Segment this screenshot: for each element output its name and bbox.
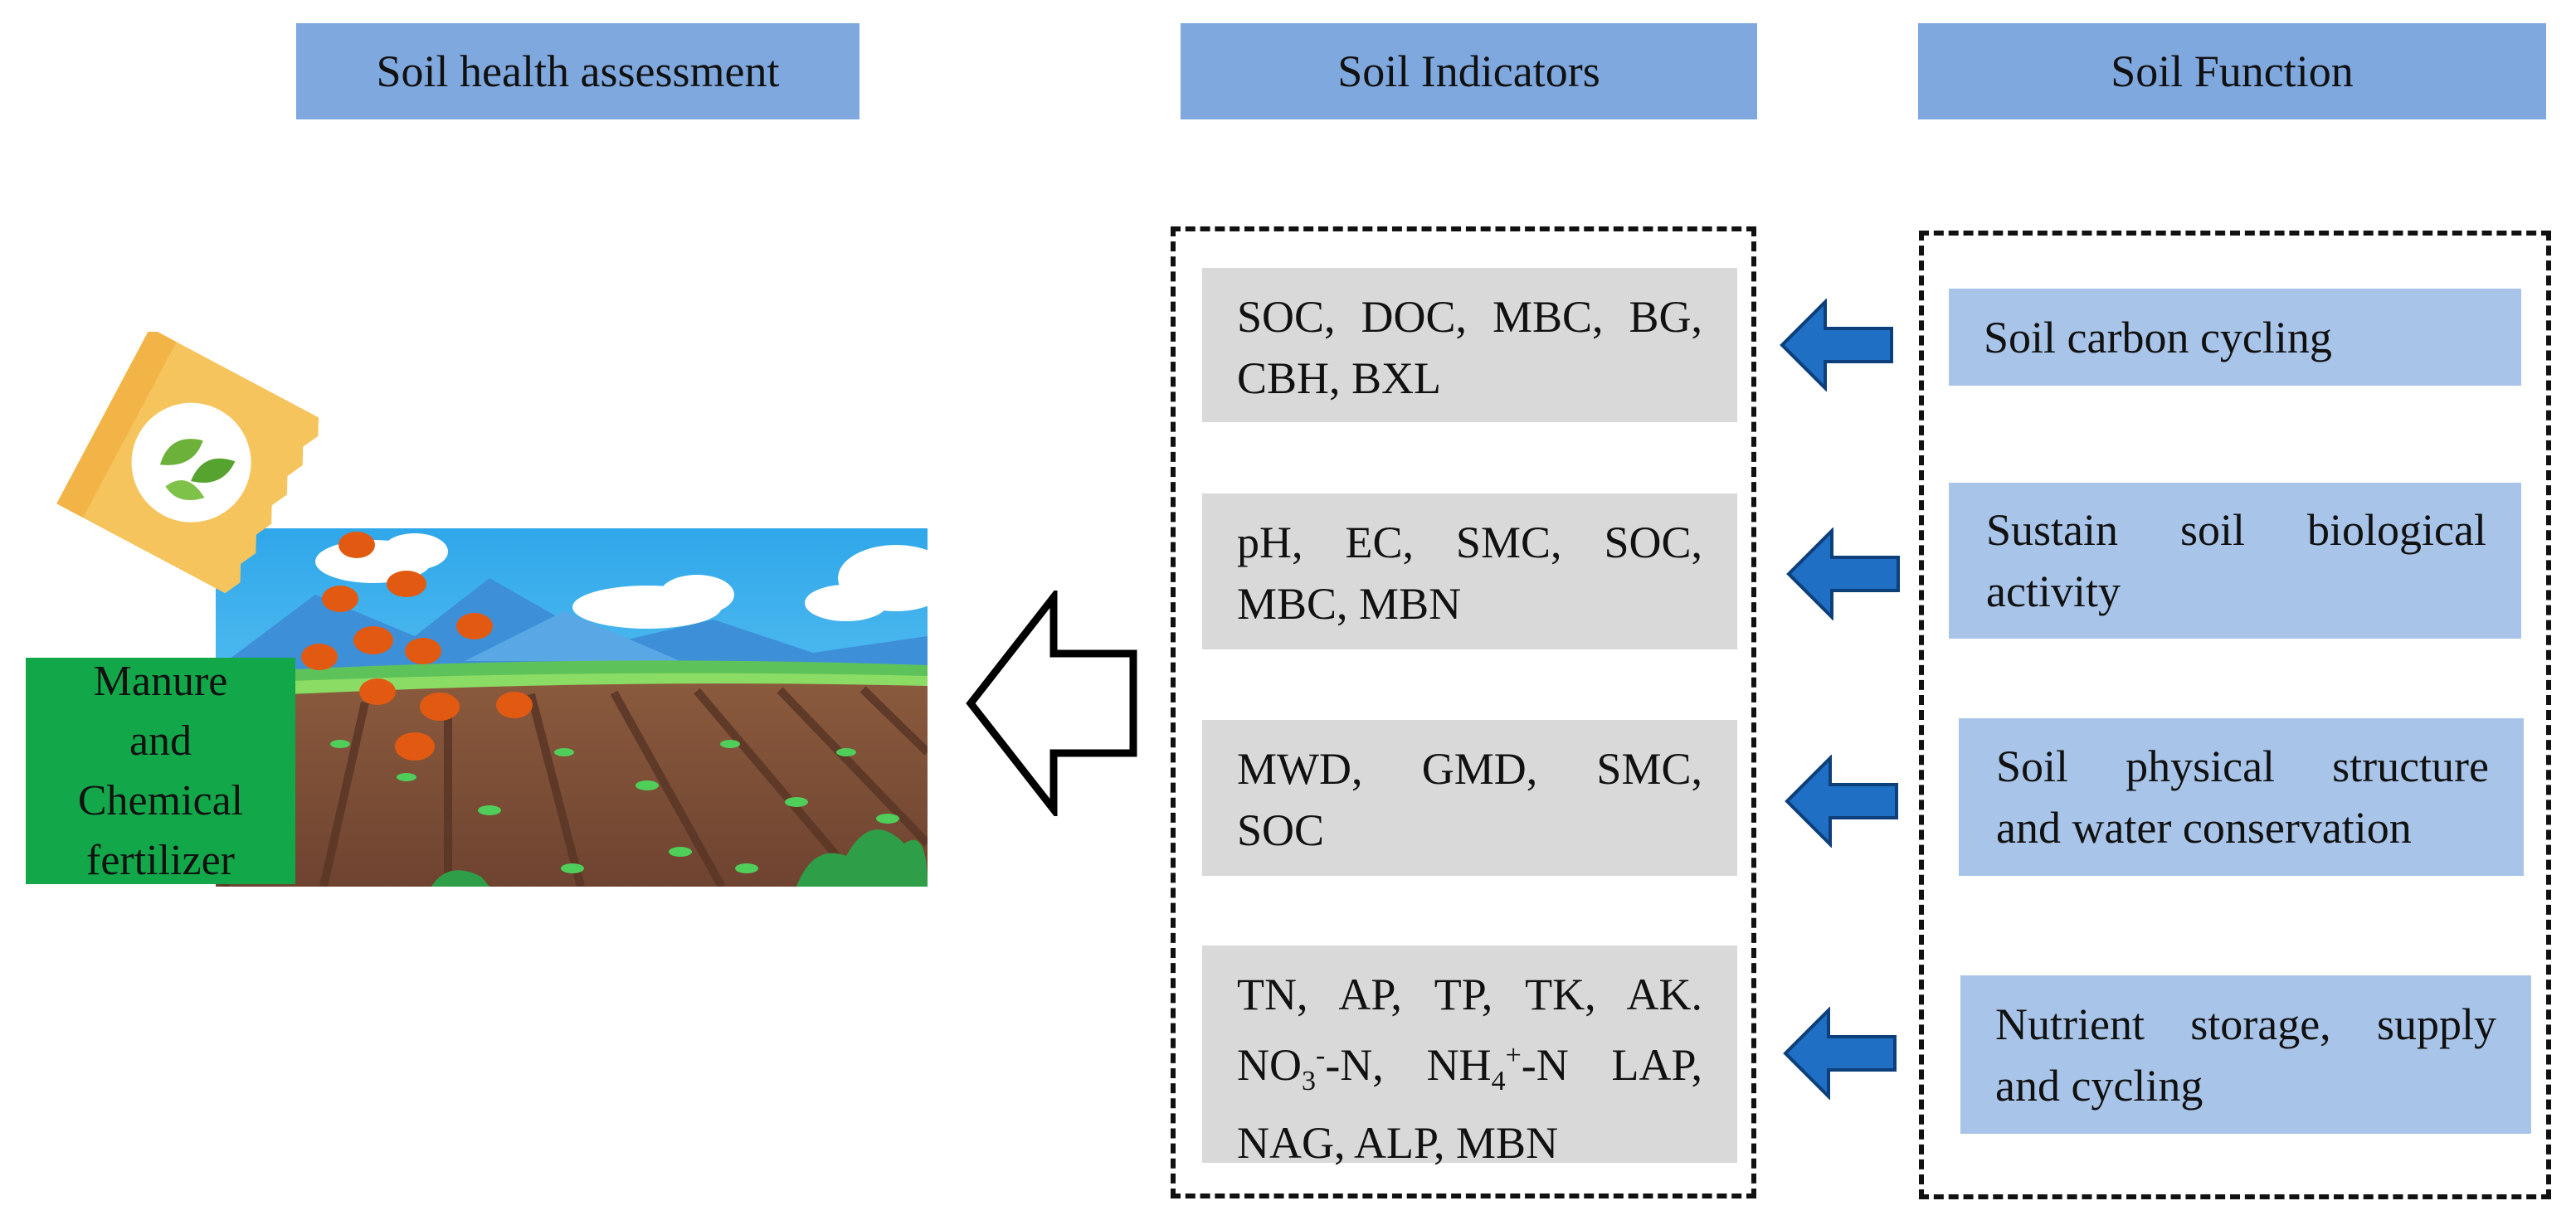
function-box-nutrient-storage: Nutrient storage, supply and cycling xyxy=(1960,975,2531,1134)
fertilizer-bag-icon xyxy=(56,332,319,594)
function-box-biological-activity: Sustain soil biological activity xyxy=(1949,483,2521,639)
nitrogen-forms-line: NO3--N, NH4+-N LAP, xyxy=(1237,1040,1703,1096)
indicator-box-biological: pH, EC, SMC, SOC, MBC, MBN xyxy=(1202,493,1737,649)
blue-arrow-1 xyxy=(1780,299,1893,391)
indicator-box-nutrient: TN, AP, TP, TK, AK. NO3--N, NH4+-N LAP, … xyxy=(1202,946,1737,1168)
header-soil-indicators: Soil Indicators xyxy=(1181,23,1757,119)
blue-arrow-3 xyxy=(1785,755,1898,848)
function-box-carbon-cycling: Soil carbon cycling xyxy=(1949,289,2521,386)
indicators-dashed-container xyxy=(1171,226,1756,1198)
header-soil-health-assessment: Soil health assessment xyxy=(296,23,859,119)
indicator-box-physical: MWD, GMD, SMC, SOC xyxy=(1202,720,1737,876)
function-box-physical-structure: Soil physical structure and water conser… xyxy=(1959,718,2524,876)
functions-dashed-container xyxy=(1919,231,2551,1199)
indicator-box-carbon: SOC, DOC, MBC, BG, CBH, BXL xyxy=(1202,268,1737,422)
header-soil-function: Soil Function xyxy=(1918,23,2546,119)
blue-arrow-4 xyxy=(1783,1007,1897,1100)
hollow-arrow xyxy=(966,591,1137,816)
blue-arrow-2 xyxy=(1786,527,1900,620)
fertilizer-label: Manure and Chemical fertilizer xyxy=(26,658,295,884)
